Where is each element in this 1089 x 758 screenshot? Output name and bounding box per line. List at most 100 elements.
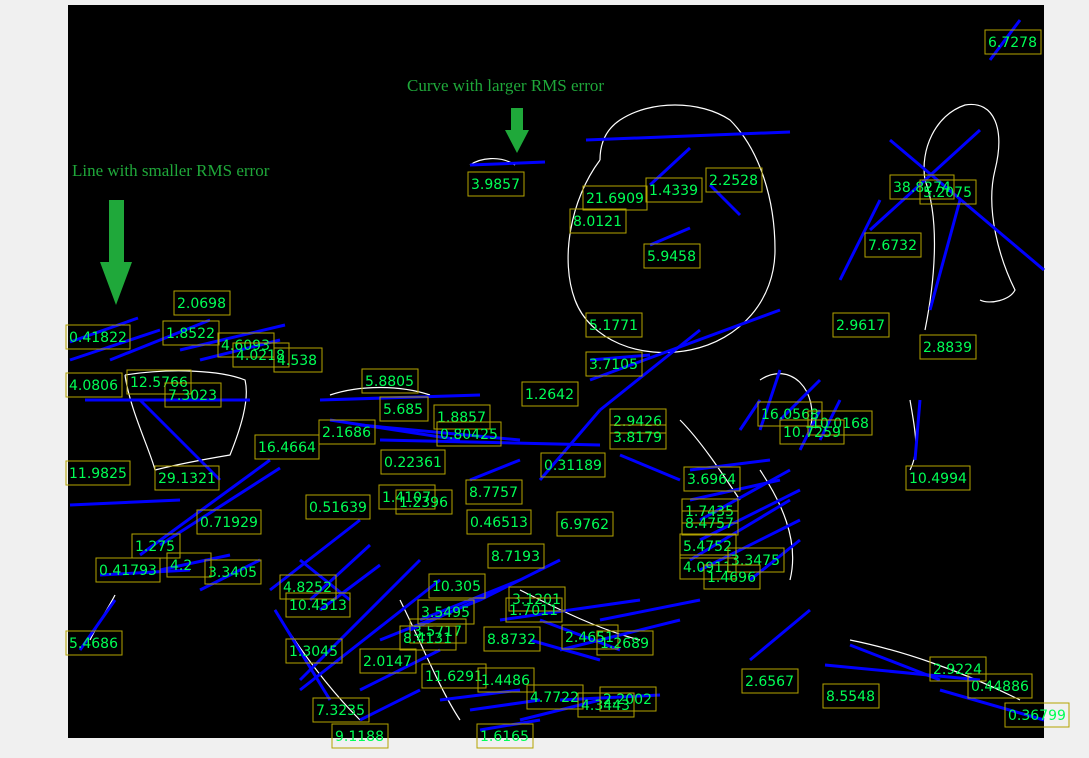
rms-label-text: 2.9617 <box>836 318 885 334</box>
rms-label: 8.5548 <box>822 683 880 709</box>
rms-label: 11.9825 <box>65 460 131 486</box>
rms-label-box <box>705 167 763 193</box>
rms-label: 2.9617 <box>832 312 890 338</box>
rms-label: 4.7722 <box>526 684 584 710</box>
fit-line-segment <box>479 558 561 602</box>
rms-label-text: 1.2689 <box>600 636 649 652</box>
fit-line-segment <box>159 553 231 572</box>
rms-label: 0.31189 <box>540 452 606 478</box>
rms-label-text: 1.4339 <box>649 183 698 199</box>
rms-label: 0.71929 <box>196 509 262 535</box>
rms-label-text: 0.41822 <box>69 330 127 346</box>
rms-label-box <box>832 312 890 338</box>
rms-label-text: 1.2642 <box>525 387 574 403</box>
rms-label: 10.7259 <box>779 419 845 445</box>
rms-label: 2.1686 <box>318 419 376 445</box>
rms-label-text: 3.5495 <box>421 605 470 621</box>
rms-label: 0.51639 <box>305 494 371 520</box>
rms-label: 3.3405 <box>204 559 262 585</box>
rms-label-text: 4.0218 <box>236 348 285 364</box>
rms-label-box <box>466 509 532 535</box>
fit-line-segment <box>689 458 771 472</box>
rms-label-text: 5.1771 <box>589 318 638 334</box>
rms-label-text: 7.3235 <box>316 703 365 719</box>
rms-label-box <box>984 29 1042 55</box>
rms-label-text: 4.538 <box>277 353 317 369</box>
rms-label-text: 0.71929 <box>200 515 258 531</box>
rms-label-text: 8.4757 <box>685 516 734 532</box>
fit-line-segment <box>699 468 791 522</box>
rms-label-text: 1.6165 <box>480 729 529 745</box>
rms-label-box <box>679 533 737 559</box>
rms-label: 29.1321 <box>154 465 220 491</box>
rms-label: 38.8274 <box>889 174 955 200</box>
fit-line-segment <box>319 563 381 612</box>
line-annotation: Line with smaller RMS error <box>72 161 270 180</box>
rms-label-box <box>126 369 192 395</box>
rms-label: 10.305 <box>428 573 486 599</box>
rms-label-text: 1.275 <box>135 539 175 555</box>
fit-line-segment <box>78 599 117 651</box>
rms-label-box <box>599 686 657 712</box>
rms-label-box <box>409 618 467 644</box>
fit-line-segment <box>599 598 701 622</box>
fit-line-segment <box>649 226 691 247</box>
rms-label: 5.9458 <box>643 243 701 269</box>
rms-label: 16.0568 <box>757 401 823 427</box>
rms-label-box <box>741 668 799 694</box>
rms-label: 5.685 <box>379 396 429 422</box>
fit-line-segment <box>749 608 811 662</box>
fit-line-segment <box>138 398 222 482</box>
rms-label-text: 8.4131 <box>403 631 452 647</box>
rms-label: 0.36799 <box>1004 702 1070 728</box>
fit-line-segment <box>139 458 271 557</box>
fit-line-segment <box>69 498 181 507</box>
rms-label-box <box>154 465 220 491</box>
rms-label: 1.3045 <box>285 638 343 664</box>
rms-label-text: 3.3475 <box>731 553 780 569</box>
rms-label-box <box>609 408 667 434</box>
rms-label-box <box>929 656 987 682</box>
rms-label: 7.3235 <box>312 697 370 723</box>
rms-label: 2.0147 <box>359 648 417 674</box>
rms-label-text: 8.7193 <box>491 549 540 565</box>
rms-label-box <box>681 510 739 536</box>
rms-label: 3.6964 <box>683 466 741 492</box>
rms-label: 5.8805 <box>361 368 419 394</box>
rms-label-box <box>1004 702 1070 728</box>
rms-label-box <box>703 564 761 590</box>
cheek-curve <box>759 373 813 431</box>
rms-label-box <box>285 592 351 618</box>
rms-label-text: 0.31189 <box>544 458 602 474</box>
rms-label-box <box>643 243 701 269</box>
fit-line-segment <box>469 458 521 482</box>
rms-label-box <box>679 554 737 580</box>
fit-line-segment <box>824 663 981 682</box>
rms-label-box <box>359 648 417 674</box>
rms-label-box <box>95 557 161 583</box>
rms-label: 8.8732 <box>483 626 541 652</box>
fit-line-segment <box>199 558 261 592</box>
rms-label-text: 10.4513 <box>289 598 347 614</box>
rms-label: 1.4339 <box>645 177 703 203</box>
fit-line-segment <box>469 160 546 167</box>
rms-label: 6.7278 <box>984 29 1042 55</box>
rms-label-box <box>727 547 785 573</box>
rms-label: 10.4513 <box>285 592 351 618</box>
rms-label: 2.9426 <box>609 408 667 434</box>
fit-line-segment <box>359 423 521 442</box>
fit-line-segment <box>738 399 762 431</box>
rms-label: 1.4486 <box>477 667 535 693</box>
fit-line-segment <box>519 698 601 722</box>
rms-label: 1.6165 <box>476 723 534 749</box>
rms-label: 7.3023 <box>164 382 222 408</box>
fit-line-segment <box>69 328 161 362</box>
rms-label: 4.2 <box>166 552 212 578</box>
rms-label-box <box>596 630 654 656</box>
rms-label-text: 3.8179 <box>613 430 662 446</box>
rms-label-text: 16.0568 <box>761 407 819 423</box>
image-axes <box>68 5 1044 738</box>
fit-line-segment <box>499 598 641 622</box>
rms-label: 8.4131 <box>399 625 457 651</box>
rms-label-text: 8.5548 <box>826 689 875 705</box>
